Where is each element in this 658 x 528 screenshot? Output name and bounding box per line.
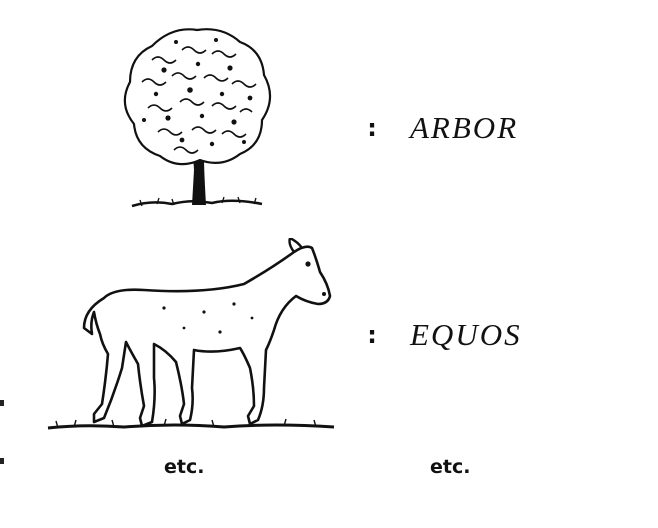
arbor-word: ARBOR [410,110,519,145]
arbor-row: : ARBOR [364,110,518,146]
tree-icon [123,28,272,208]
etc-left: etc. [164,456,205,478]
equos-row: : EQUOS [364,317,522,353]
horse-icon [47,238,335,430]
arbor-separator: : [367,114,377,142]
etc-right: etc. [430,456,471,478]
edge-mark [0,458,4,464]
edge-mark [0,400,4,406]
equos-word: EQUOS [410,317,522,352]
equos-separator: : [367,321,377,349]
